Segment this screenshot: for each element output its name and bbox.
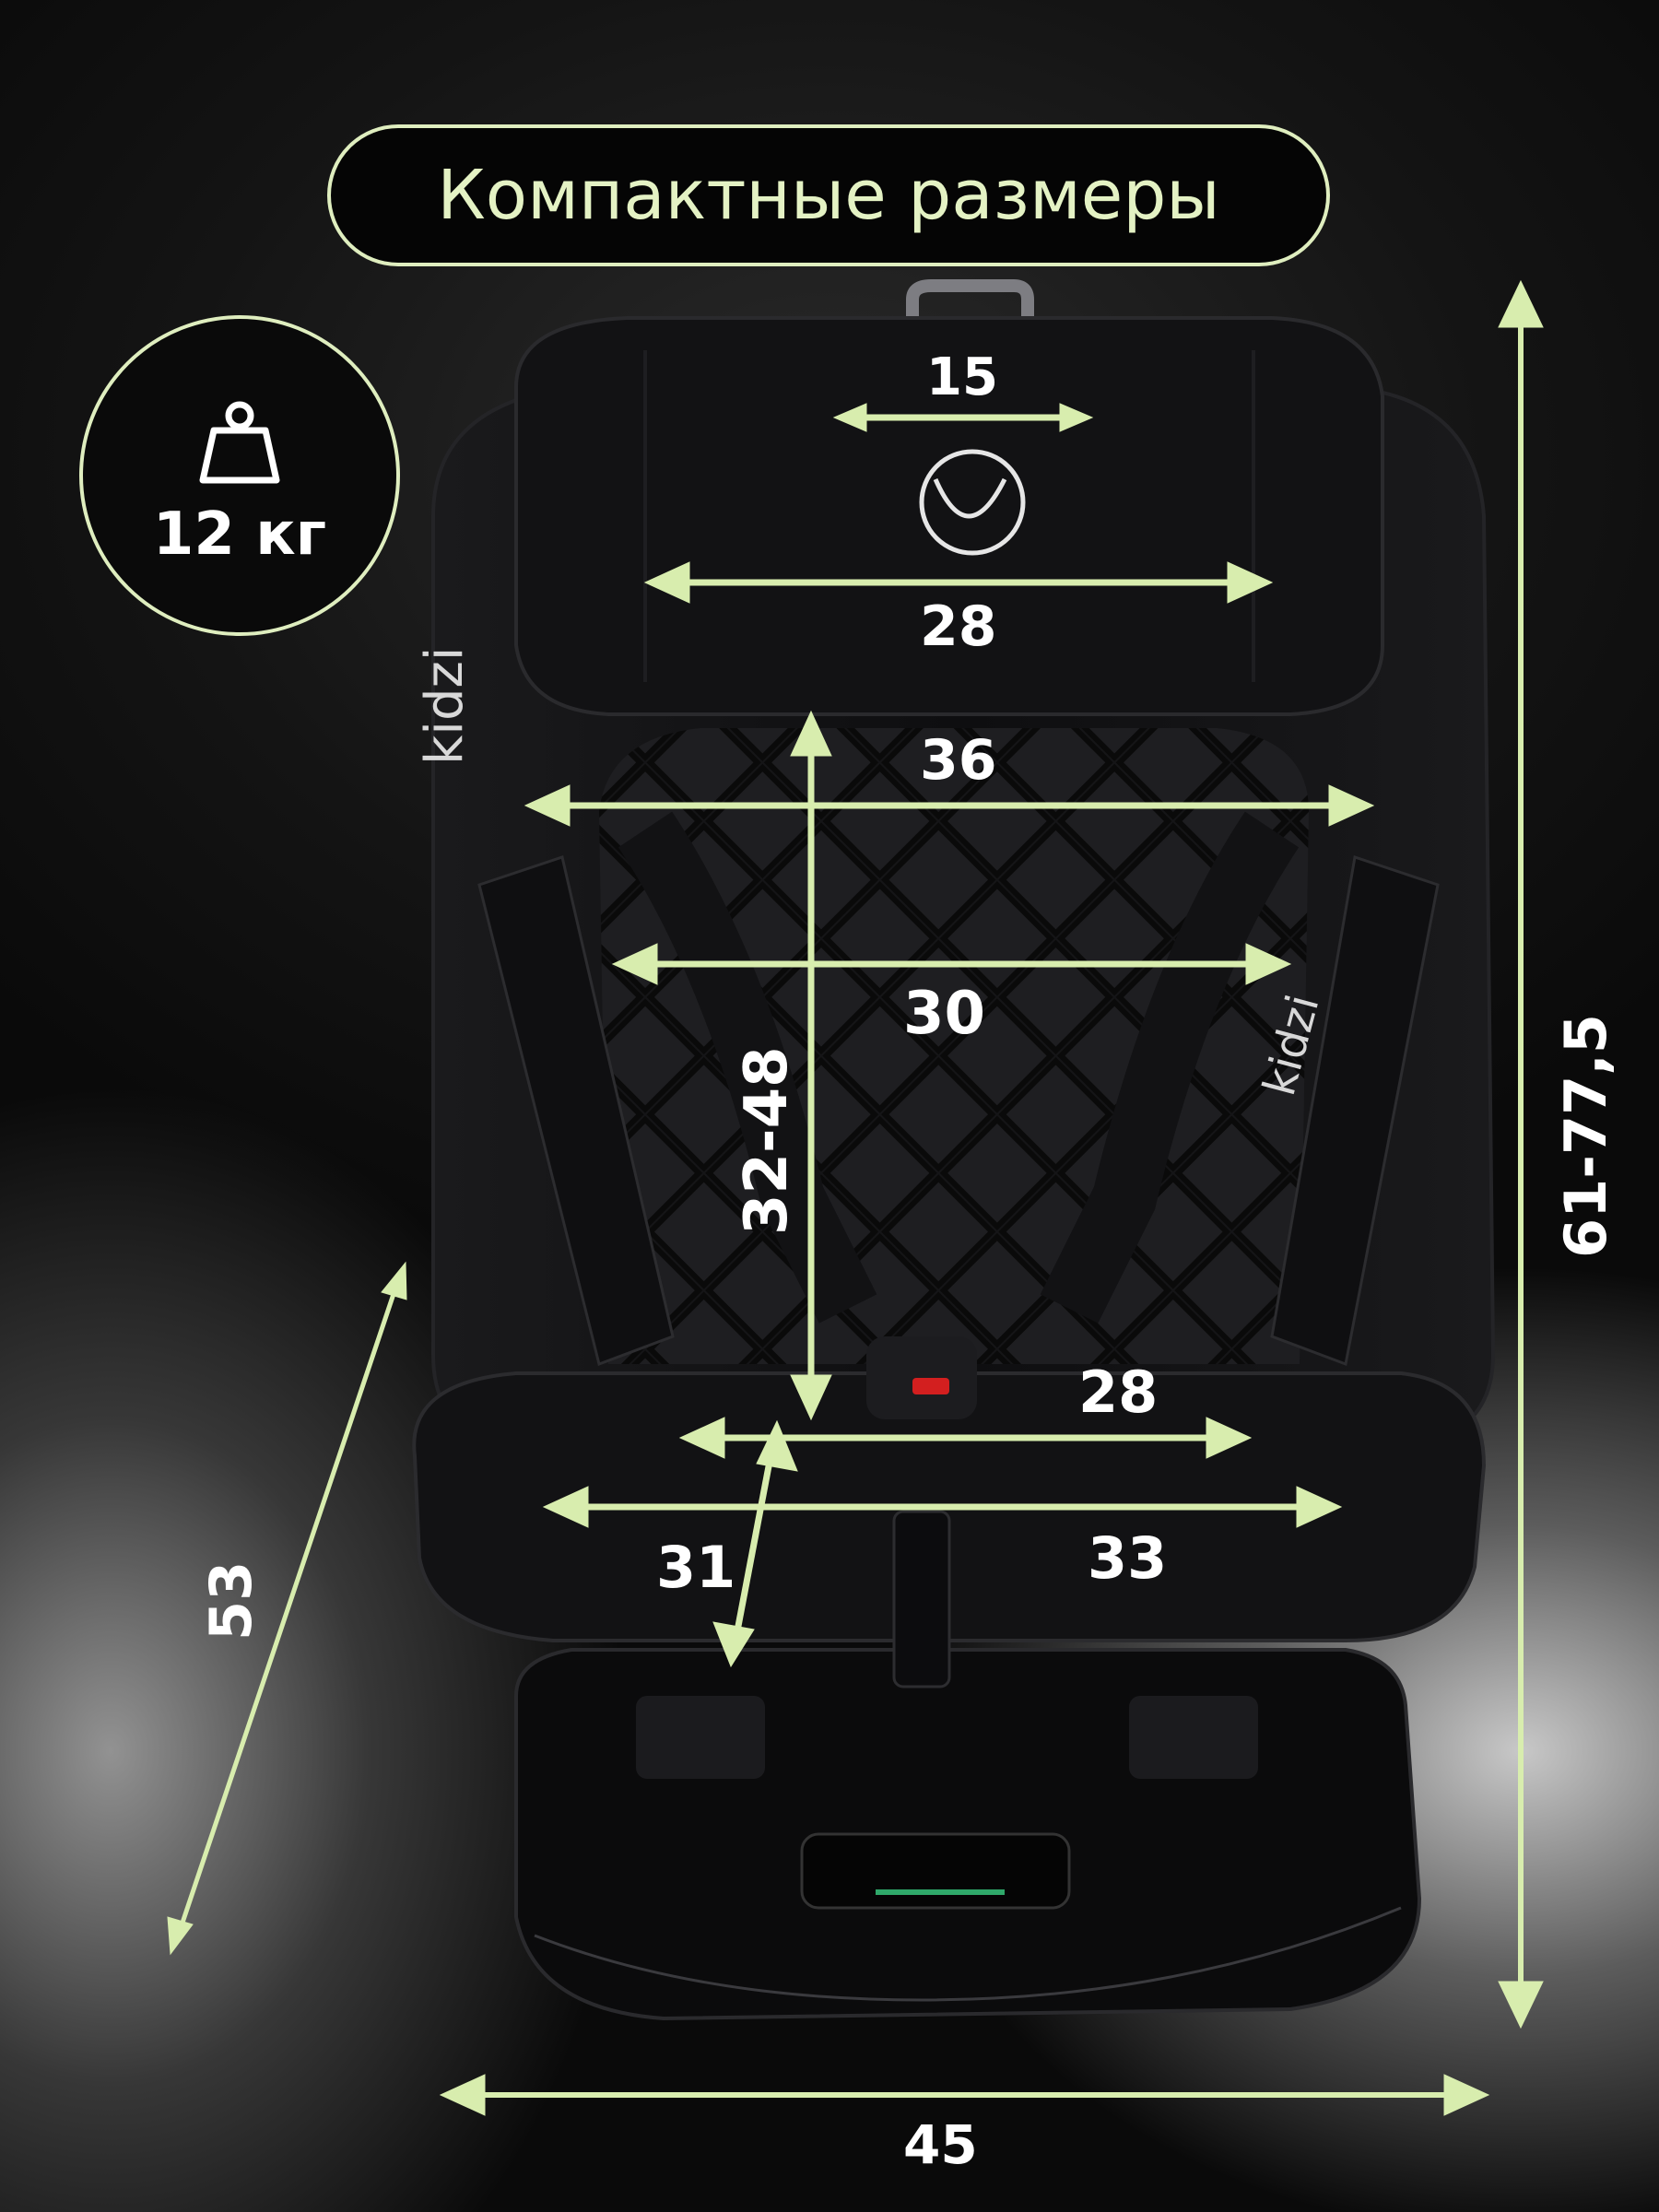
weight-label: 12 кг <box>152 500 327 569</box>
dim-headrest-top: 15 <box>926 347 998 407</box>
page-title: Компактные размеры <box>437 156 1220 235</box>
brand-logo-left: kidzi <box>415 646 475 766</box>
arrow-headrest-top <box>832 403 1094 432</box>
weight-icon <box>199 401 280 484</box>
arrow-back-height <box>790 710 832 1421</box>
dim-headrest-width: 28 <box>920 594 997 659</box>
arrow-base-width <box>439 2074 1490 2116</box>
arrow-seat-width-inner <box>678 1417 1253 1459</box>
title-pill: Компактные размеры <box>327 124 1330 266</box>
arrow-overall-depth <box>167 1261 407 1956</box>
arrow-overall-height <box>1498 279 1544 2030</box>
dim-seat-width-outer: 33 <box>1088 1524 1168 1592</box>
arrow-headrest-width <box>643 561 1274 604</box>
dim-seat-depth: 31 <box>656 1534 736 1601</box>
dim-overall-depth: 53 <box>197 1560 265 1641</box>
seat-base <box>514 1648 1422 2021</box>
arrow-seat-depth <box>712 1419 798 1668</box>
dim-overall-height: 61-77,5 <box>1552 1014 1619 1258</box>
dimension-arrows <box>167 279 1544 2116</box>
arrow-seat-width-outer <box>542 1486 1343 1528</box>
dim-shoulder-width: 36 <box>920 728 997 793</box>
arrow-shoulder-width <box>524 784 1375 827</box>
dim-back-width: 30 <box>903 980 986 1048</box>
dim-base-width: 45 <box>903 2113 978 2176</box>
dim-back-height: 32-48 <box>733 1046 801 1235</box>
weight-badge: 12 кг <box>79 315 400 636</box>
arrow-back-width <box>611 943 1292 985</box>
dim-seat-width-inner: 28 <box>1078 1359 1159 1426</box>
